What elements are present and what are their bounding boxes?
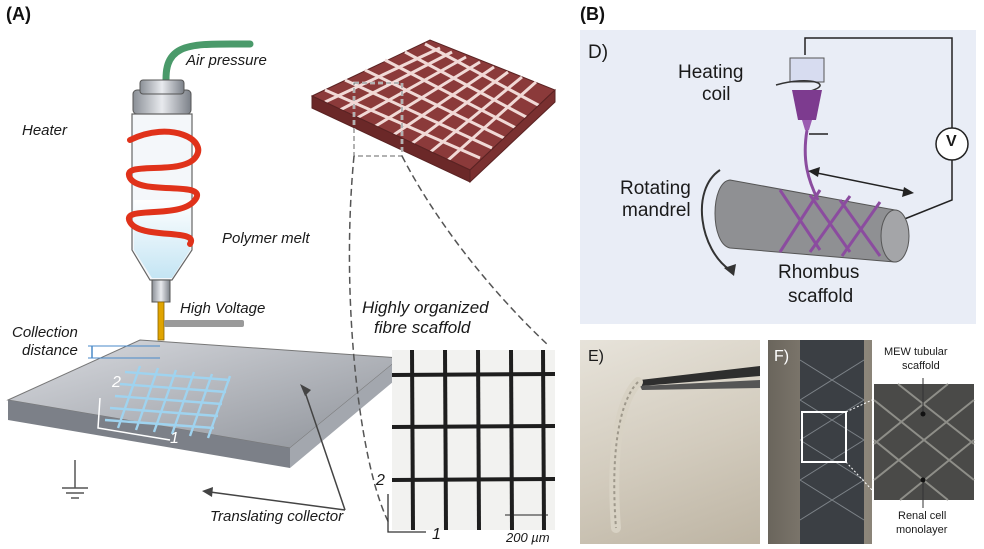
scale-bar-label: 200 µm (506, 530, 550, 545)
rhombus-scaffold-label-line2: scaffold (788, 286, 854, 307)
collector-axis-1-label: 1 (170, 430, 179, 447)
renal-monolayer-label-line2: monolayer (896, 524, 948, 536)
panel-d-label: D) (588, 42, 609, 63)
mew-scaffold-label-line1: MEW tubular (884, 346, 948, 358)
scaffold-3d (310, 39, 556, 184)
zoom-inset (874, 384, 974, 500)
printed-mesh (104, 365, 232, 439)
heater-label: Heater (22, 122, 68, 139)
electrowriting-mandrel-diagram (700, 37, 969, 276)
rhombus-fibers (778, 189, 882, 257)
panel-e-label: E) (588, 348, 604, 365)
needle-hub (151, 279, 171, 303)
air-pressure-label: Air pressure (186, 52, 267, 69)
mew-printer-diagram (6, 39, 556, 533)
panel-f-label: F) (774, 348, 790, 365)
mew-tubular-scaffold-micrograph (799, 340, 976, 544)
micrograph-axis-1-label: 1 (432, 526, 441, 543)
needle (157, 301, 165, 341)
heating-coil-label-line1: Heating (678, 62, 744, 83)
high-voltage-label: High Voltage (180, 300, 266, 317)
rotating-mandrel-label-line1: Rotating (620, 178, 691, 199)
organized-scaffold-label-line1: Highly organized (362, 298, 489, 317)
heating-coil-label-line2: coil (702, 84, 731, 105)
air-hose (162, 40, 254, 96)
heater-coil (15, 128, 202, 247)
zoom-region (801, 411, 847, 463)
collector-axis-2-label: 2 (112, 374, 121, 391)
rotating-mandrel-label-line2: mandrel (622, 200, 691, 221)
panel-d: D) Heating coil V Rotating mandrel Rhomb… (580, 30, 976, 324)
tubular-scaffold-on-tweezers (609, 366, 760, 533)
micrograph-axis-2-label: 2 (376, 472, 385, 489)
renal-monolayer-label-line1: Renal cell (898, 510, 947, 522)
panel-f-photo: F) MEW tubular scaffold Renal cell monol… (768, 340, 976, 544)
mew-scaffold-label-line2: scaffold (902, 360, 940, 372)
polymer-melt-label: Polymer melt (222, 230, 310, 247)
panel-e-photo: E) (580, 340, 760, 544)
collection-distance-label-line1: Collection (12, 324, 78, 341)
high-voltage-lead (164, 320, 244, 327)
voltmeter-icon (935, 127, 969, 161)
organized-scaffold-label-line2: fibre scaffold (374, 318, 471, 337)
scaffold-micrograph (387, 349, 556, 533)
rhombus-scaffold-label-line1: Rhombus (778, 262, 860, 283)
voltmeter-label: V (946, 133, 957, 150)
panel-a-label: (A) (6, 4, 31, 24)
collection-distance-label-line2: distance (22, 342, 78, 359)
translating-collector-label: Translating collector (210, 508, 344, 525)
panel-b-label: (B) (580, 4, 605, 24)
